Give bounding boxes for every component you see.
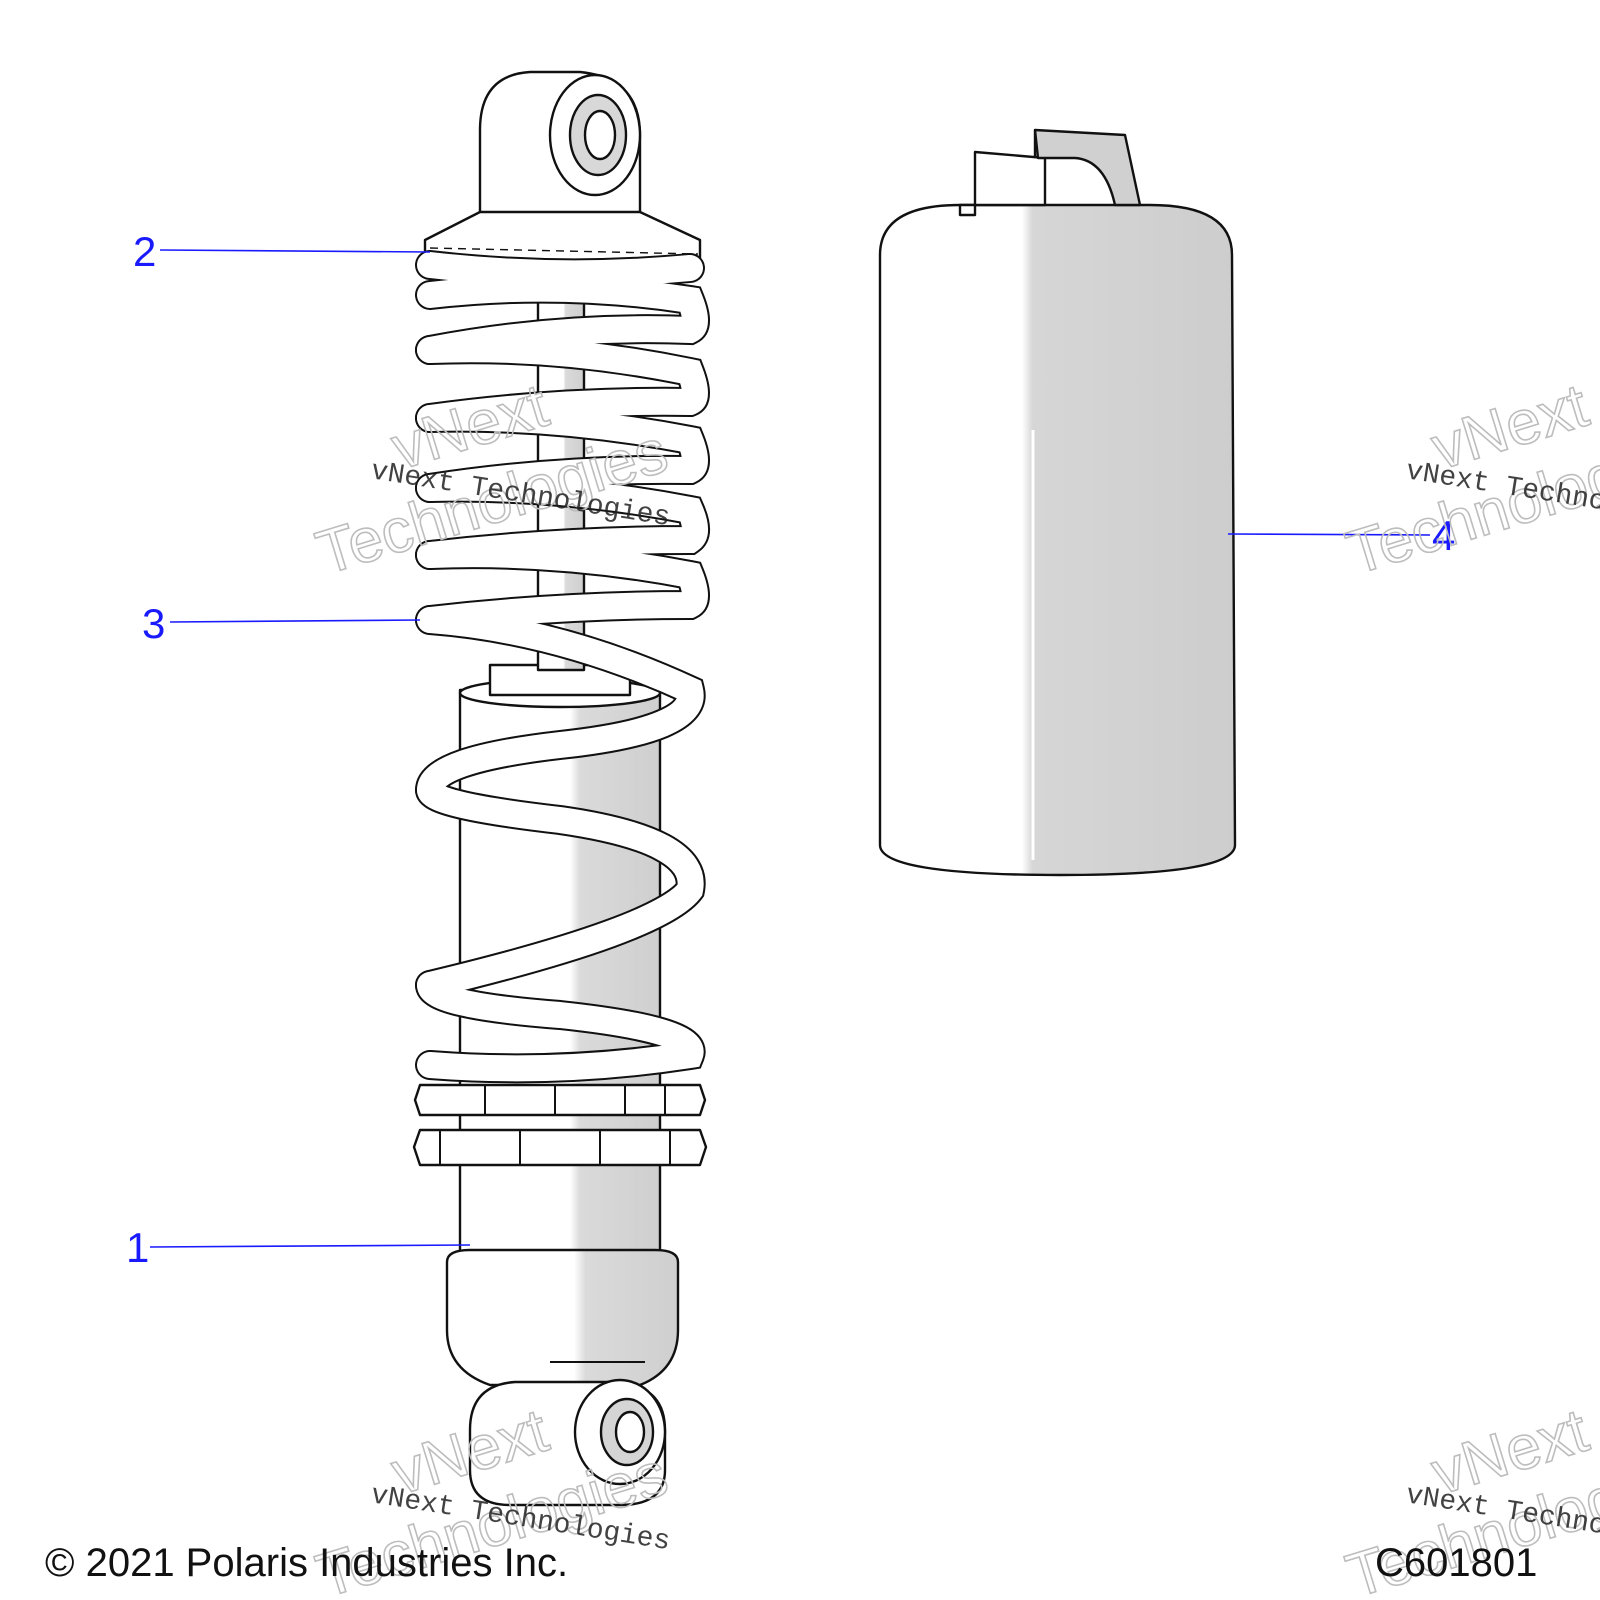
callout-3: 3: [142, 600, 165, 647]
figure-code: C601801: [1375, 1541, 1537, 1585]
preload-adjuster-ring-upper: [413, 1083, 707, 1117]
leader-line-4: [1227, 533, 1431, 536]
callout-1: 1: [126, 1224, 149, 1271]
leader-line-1: [149, 1244, 471, 1248]
callout-2: 2: [133, 228, 156, 275]
coil-spring: [415, 250, 710, 1084]
copyright-text: © 2021 Polaris Industries Inc.: [45, 1541, 568, 1585]
preload-adjuster-ring-lower: [412, 1128, 708, 1167]
leader-line-2: [159, 249, 431, 253]
callout-4: 4: [1432, 512, 1455, 559]
watermark-top-right: vNext Technologies vNext Technologies: [1338, 370, 1600, 589]
shock-cover: [878, 128, 1237, 877]
leader-line-3: [169, 619, 421, 623]
